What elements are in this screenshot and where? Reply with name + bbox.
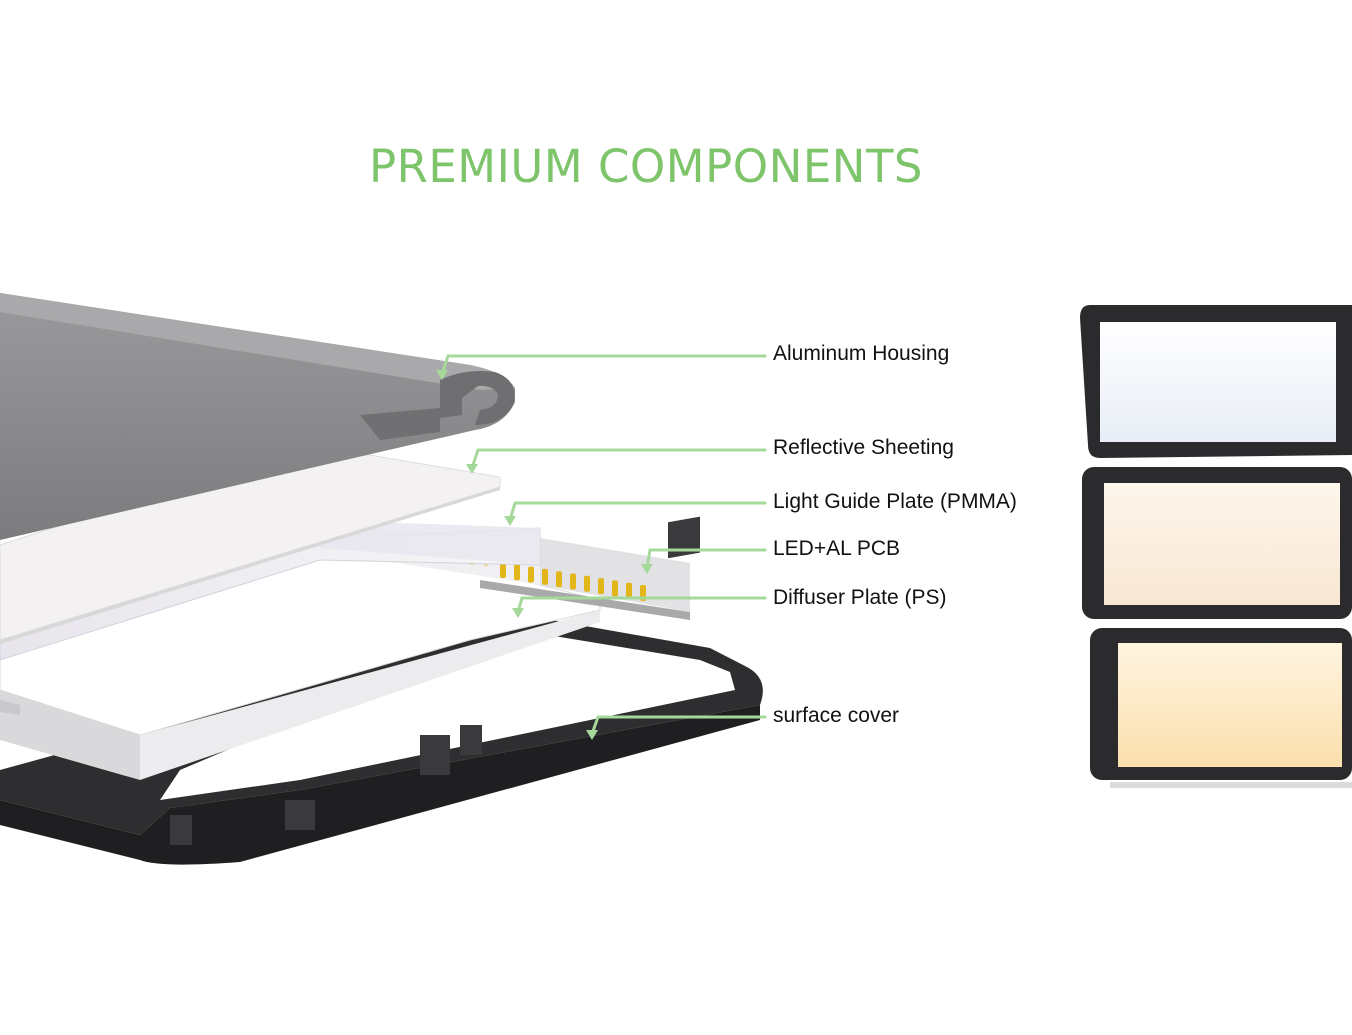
led-chip <box>612 580 618 597</box>
led-chip <box>514 564 520 581</box>
leader-surface-cover <box>590 715 767 736</box>
led-chip <box>598 578 604 595</box>
led-chip <box>570 573 576 590</box>
cool-white-panel <box>1080 305 1352 458</box>
diffuser-plate-layer <box>0 544 601 780</box>
label-reflective-sheeting: Reflective Sheeting <box>773 436 954 459</box>
label-surface-cover: surface cover <box>773 704 900 727</box>
leader-arrowheads <box>436 370 653 740</box>
leader-led-al-pcb <box>645 548 767 570</box>
leader-light-guide-plate <box>508 501 767 522</box>
warm-white-panel <box>1090 628 1352 788</box>
leader-lines <box>440 354 767 736</box>
led-chip <box>584 575 590 592</box>
led-chip <box>528 566 534 583</box>
leader-diffuser-plate <box>516 596 767 614</box>
label-aluminum-housing: Aluminum Housing <box>773 342 950 365</box>
label-led-al-pcb: LED+AL PCB <box>773 537 901 560</box>
page-title: PREMIUM COMPONENTS <box>368 140 924 193</box>
cool-white-emitting-surface <box>1100 322 1336 442</box>
led-chip <box>556 571 562 588</box>
warm-white-emitting-surface <box>1118 643 1342 767</box>
natural-white-emitting-surface <box>1104 483 1340 605</box>
leader-aluminum-housing <box>440 354 767 376</box>
label-diffuser-plate: Diffuser Plate (PS) <box>773 586 947 609</box>
label-light-guide-plate: Light Guide Plate (PMMA) <box>773 490 1017 513</box>
led-chip <box>500 562 506 578</box>
led-chip <box>626 582 632 599</box>
led-chip <box>542 568 548 585</box>
surface-cover-frame <box>0 516 763 865</box>
natural-white-panel <box>1082 467 1352 619</box>
aluminum-housing-layer <box>0 293 515 540</box>
leader-reflective-sheeting <box>470 448 767 470</box>
